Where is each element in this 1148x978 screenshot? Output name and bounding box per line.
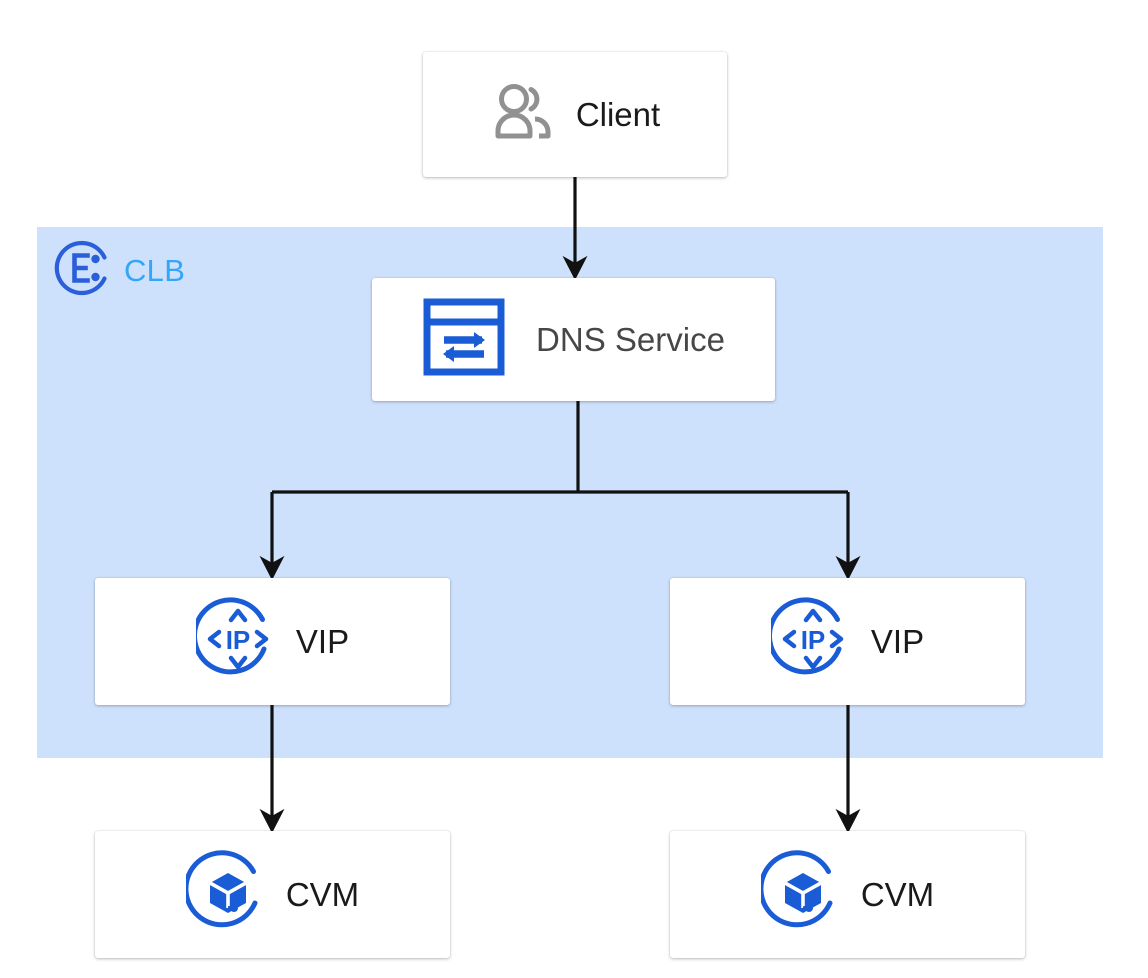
dns-window-exchange-icon — [422, 295, 506, 384]
node-vip-right-label: VIP — [870, 623, 925, 660]
cvm-cube-circle-icon — [758, 850, 845, 939]
node-cvm-left-label: CVM — [285, 876, 360, 913]
node-cvm-right-label: CVM — [860, 876, 935, 913]
node-client[interactable]: Client — [423, 52, 727, 177]
clb-circle-e-icon — [52, 237, 114, 304]
vip-ip-circle-icon: IP — [191, 597, 280, 686]
cvm-cube-circle-icon — [183, 850, 270, 939]
node-vip-left-content: IP VIP — [191, 597, 350, 686]
users-icon — [490, 81, 562, 148]
node-cvm-left-content: CVM — [183, 850, 360, 939]
clb-zone-label: CLB — [124, 253, 186, 288]
node-vip-left-label: VIP — [295, 623, 350, 660]
clb-zone-badge: CLB — [52, 237, 185, 304]
node-cvm-left[interactable]: CVM — [95, 831, 450, 958]
node-vip-right-content: IP VIP — [766, 597, 925, 686]
node-cvm-right[interactable]: CVM — [670, 831, 1025, 958]
node-dns-service-label: DNS Service — [536, 321, 725, 358]
node-dns-service-content: DNS Service — [422, 295, 725, 384]
node-client-label: Client — [575, 96, 661, 133]
node-client-content: Client — [490, 81, 660, 148]
node-vip-left[interactable]: IP VIP — [95, 578, 450, 705]
node-cvm-right-content: CVM — [758, 850, 935, 939]
vip-ip-circle-icon: IP — [766, 597, 855, 686]
svg-text:IP: IP — [226, 625, 251, 655]
node-dns-service[interactable]: DNS Service — [372, 278, 775, 401]
node-vip-right[interactable]: IP VIP — [670, 578, 1025, 705]
svg-text:IP: IP — [801, 625, 826, 655]
